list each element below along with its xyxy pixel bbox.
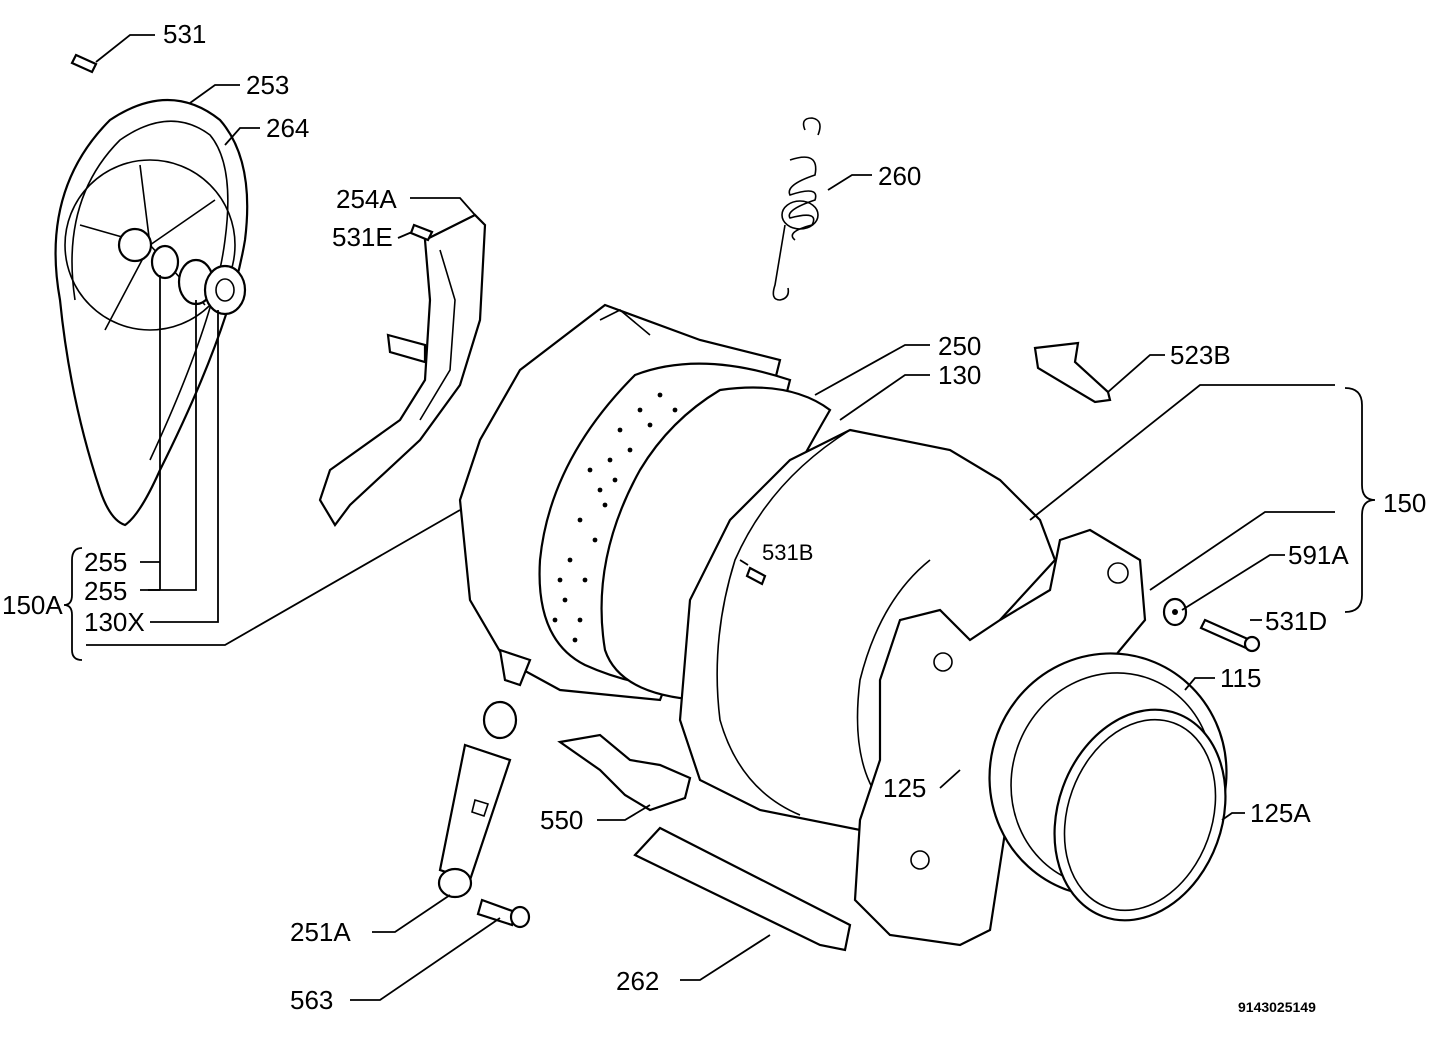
label-125: 125 (883, 773, 926, 803)
clip-523b (1033, 341, 1112, 404)
washer-591a (1162, 597, 1188, 627)
pulley-wheel (54, 98, 249, 527)
label-264: 264 (266, 113, 309, 143)
bracket-550 (557, 733, 692, 812)
label-262: 262 (616, 966, 659, 996)
shock-absorber-251a (437, 700, 518, 899)
label-253: 253 (246, 70, 289, 100)
label-531: 531 (163, 19, 206, 49)
label-563: 563 (290, 985, 333, 1015)
label-150: 150 (1383, 488, 1426, 518)
label-115: 115 (1220, 663, 1261, 693)
label-255-first: 255 (84, 547, 127, 577)
label-550: 550 (540, 805, 583, 835)
label-531e: 531E (332, 222, 393, 252)
leader-lines (86, 34, 1335, 1001)
label-150a: 150A (2, 590, 63, 620)
label-260: 260 (878, 161, 921, 191)
label-250: 250 (938, 331, 981, 361)
door-seal-115 (988, 652, 1228, 922)
label-130: 130 (938, 360, 981, 390)
screw-531b-icon (745, 566, 767, 586)
rail-262 (633, 826, 852, 952)
label-130x: 130X (84, 607, 145, 637)
spring-260 (772, 117, 821, 301)
label-251a: 251A (290, 917, 351, 947)
label-531d: 531D (1265, 606, 1327, 636)
drawing-code: 9143025149 (1238, 999, 1316, 1015)
bolt-531d (1199, 618, 1261, 653)
screw-531-icon (70, 53, 98, 74)
label-523b: 523B (1170, 340, 1231, 370)
brace-150a (63, 547, 83, 661)
label-125a: 125A (1250, 798, 1311, 828)
label-591a: 591A (1288, 540, 1349, 570)
brace-150 (1344, 387, 1376, 613)
label-531b: 531B (762, 540, 813, 565)
bracket-254a (318, 213, 487, 527)
label-254a: 254A (336, 184, 397, 214)
label-255-second: 255 (84, 576, 127, 606)
bolt-563 (476, 898, 531, 929)
